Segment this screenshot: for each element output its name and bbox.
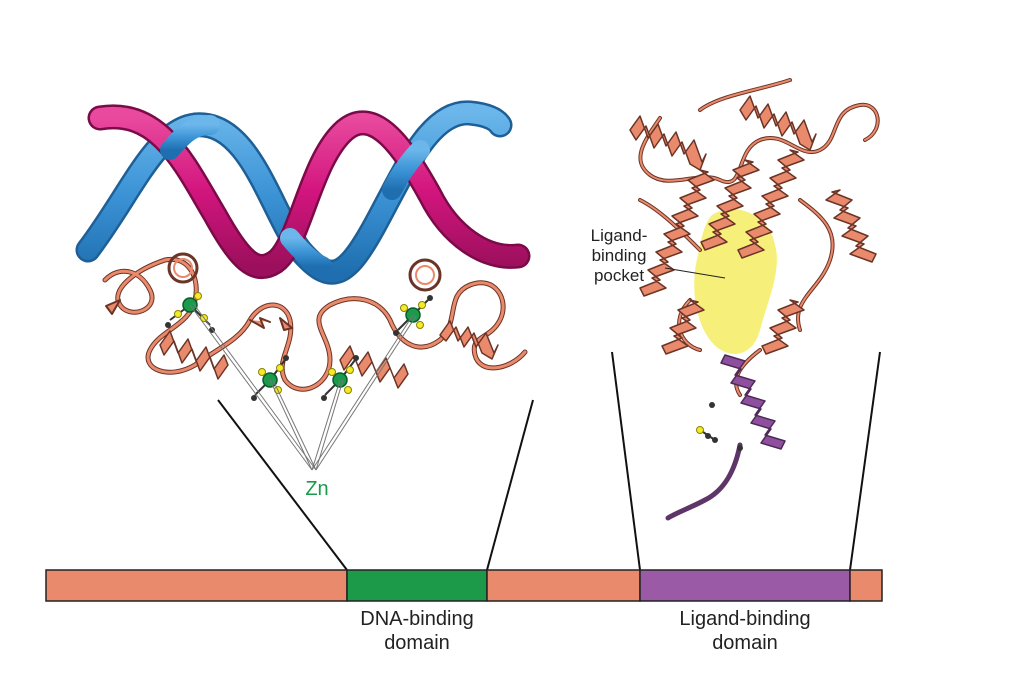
domain-bar [45, 569, 883, 602]
bar-dna-binding-segment [346, 569, 488, 602]
dbd-strand-arrow-c [105, 299, 121, 315]
dna-binding-domain-label: DNA-binding domain [360, 608, 474, 654]
ligand-binding-domain-label: Ligand-binding domain [679, 608, 811, 654]
dbd-strand-arrow-b [279, 317, 293, 331]
lbd-helix-lower-right [761, 299, 805, 355]
lbd-purple-tail [665, 442, 743, 521]
ligand-domain-ribbon-icon [629, 78, 880, 521]
dna-strand-pink [90, 106, 528, 277]
dbd-projection-right [486, 399, 534, 571]
dbd-helix-mid [339, 345, 409, 389]
bar-ligand-binding-segment [639, 569, 851, 602]
bar-c-terminal-segment [849, 569, 883, 602]
lbd-helix-left-1 [639, 169, 715, 297]
lbd-helix-right-1 [737, 149, 805, 259]
dbd-helix-right [439, 320, 499, 360]
bar-hinge-segment [486, 569, 641, 602]
lbd-helix-top-1 [629, 115, 707, 171]
bar-n-terminal-segment [45, 569, 348, 602]
projection-lines [217, 351, 881, 571]
lbd-helices [629, 95, 877, 355]
lbd-projection-left [611, 351, 641, 571]
dna-strand-blue-over-a [160, 115, 220, 160]
dna-double-helix-icon [75, 100, 531, 285]
lbd-side-chains [696, 402, 743, 451]
ligand-binding-pocket-label: Ligand- binding pocket [590, 226, 648, 286]
lbd-purple-linker [720, 354, 786, 450]
lbd-projection-right [849, 351, 881, 571]
lbd-helix-top-2 [739, 95, 817, 151]
lbd-helix-center [700, 159, 760, 251]
dna-strand-blue-over-b [280, 228, 332, 276]
zn-label: Zn [305, 478, 329, 500]
lbd-helix-lower [661, 299, 705, 355]
zn-pointer-lines [189, 302, 417, 471]
dbd-helix-left [159, 330, 229, 380]
dbd-strand-arrow-a [249, 317, 271, 329]
zinc-finger-ribbon-icon [102, 252, 528, 392]
dna-strand-blue-over-c [382, 140, 430, 200]
zinc-sites [165, 292, 433, 401]
lbd-helix-right-2 [825, 189, 877, 263]
dbd-projection-left [217, 399, 348, 571]
pocket-pointer-line [664, 267, 726, 279]
